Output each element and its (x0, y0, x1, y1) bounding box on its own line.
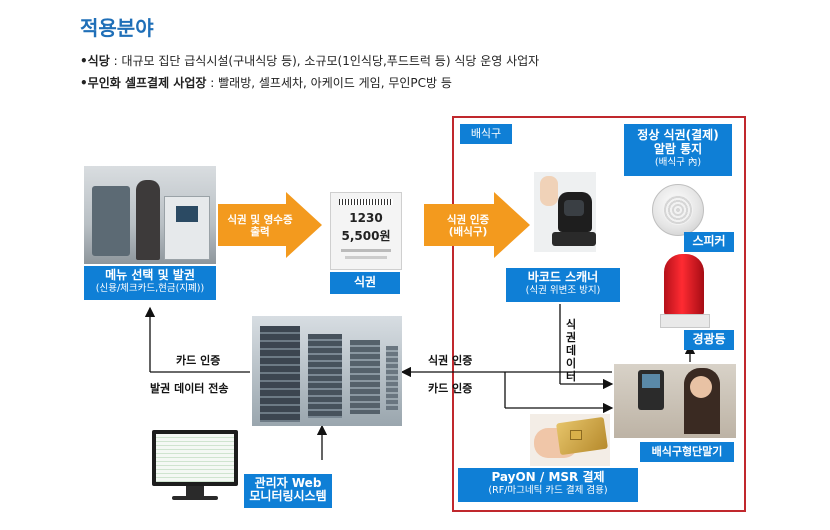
scanner-caption: 바코드 스캐너 (식권 위변조 방지) (506, 268, 620, 302)
scanner-caption-main: 바코드 스캐너 (527, 270, 599, 284)
lamp-caption: 경광등 (684, 330, 734, 350)
payon-caption-sub: (RF/마그네틱 카드 결제 겸용) (488, 485, 608, 496)
terminal-caption: 배식구형단말기 (640, 442, 734, 462)
line-text: : 대규모 집단 급식시설(구내식당 등), 소규모(1인식당,푸드트럭 등) … (109, 54, 540, 68)
arrow-auth-line1: 식권 인증 (446, 214, 490, 226)
ticket-price: 5,500원 (341, 229, 391, 243)
label-issue-data: 발권 데이터 전송 (150, 382, 229, 395)
alarm-caption: 정상 식권(결제) 알람 통지 (배식구 內) (624, 124, 732, 176)
web-caption-main2: 모니터링시스템 (249, 489, 327, 503)
alarm-caption-main2: 알람 통지 (653, 142, 703, 156)
arrow-auth (424, 192, 530, 258)
speaker-caption-main: 스피커 (692, 234, 726, 248)
web-caption: 관리자 Web 모니터링시스템 (244, 474, 332, 508)
monitor-base (172, 496, 218, 500)
description-line-restaurant: •식당 : 대규모 집단 급식시설(구내식당 등), 소규모(1인식당,푸드트럭… (80, 52, 539, 69)
arrow-print (218, 192, 322, 258)
line-label: •무인화 셀프결제 사업장 (80, 76, 207, 90)
arrow-print-line2: 출력 (250, 226, 270, 238)
label-ticket-data-vertical: 식권데이터 (565, 318, 577, 383)
arrow-print-label: 식권 및 영수증 출력 (220, 214, 300, 238)
ticket-caption-main: 식권 (353, 275, 377, 289)
serving-area-frame (452, 116, 746, 512)
speaker-photo (652, 184, 704, 236)
terminal-photo (614, 364, 736, 438)
web-caption-main: 관리자 Web (254, 476, 322, 490)
monitor-photo (152, 430, 238, 486)
arrow-auth-line2: (배식구) (448, 226, 488, 238)
arrow-print-line1: 식권 및 영수증 (227, 214, 293, 226)
label-card-auth-left: 카드 인증 (176, 354, 221, 367)
ticket-caption: 식권 (330, 272, 400, 294)
payon-caption-main: PayON / MSR 결제 (491, 470, 605, 484)
kiosk-caption-main: 메뉴 선택 및 발권 (105, 268, 195, 282)
description-line-unmanned: •무인화 셀프결제 사업장 : 빨래방, 셀프세차, 아케이드 게임, 무인PC… (80, 74, 452, 91)
ticket-photo: 1230 5,500원 (330, 192, 402, 270)
card-photo (530, 414, 610, 466)
speaker-caption: 스피커 (684, 232, 734, 252)
warning-lamp-base (660, 314, 710, 328)
line-label: •식당 (80, 54, 110, 68)
line-text: : 빨래방, 셀프세차, 아케이드 게임, 무인PC방 등 (206, 76, 452, 90)
payon-caption: PayON / MSR 결제 (RF/마그네틱 카드 결제 겸용) (458, 468, 638, 502)
kiosk-caption: 메뉴 선택 및 발권 (신용/체크카드,현금(지폐)) (84, 266, 216, 300)
server-room-photo (252, 316, 402, 426)
scanner-photo (534, 172, 596, 252)
ticket-number: 1230 (349, 211, 383, 225)
terminal-caption-main: 배식구형단말기 (651, 445, 723, 458)
scanner-caption-sub: (식권 위변조 방지) (525, 285, 601, 296)
label-ticket-auth: 식권 인증 (428, 354, 473, 367)
warning-lamp-photo (664, 254, 704, 316)
alarm-caption-sub: (배식구 內) (654, 157, 702, 168)
kiosk-photo (84, 166, 216, 264)
arrow-auth-label: 식권 인증 (배식구) (428, 214, 508, 238)
alarm-caption-main: 정상 식권(결제) (637, 128, 719, 142)
page-title: 적용분야 (80, 16, 154, 40)
lamp-caption-main: 경광등 (692, 332, 726, 346)
kiosk-caption-sub: (신용/체크카드,현금(지폐)) (95, 283, 205, 294)
region-label: 배식구 (460, 124, 512, 144)
label-card-auth-right: 카드 인증 (428, 382, 473, 395)
monitor-stand (186, 486, 204, 496)
